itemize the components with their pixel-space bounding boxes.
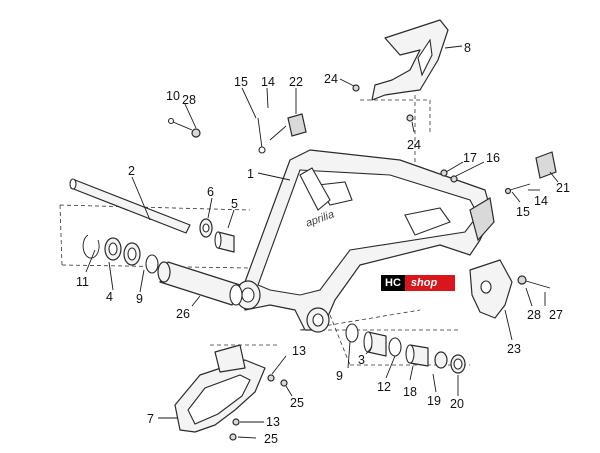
- callout-28-right: 28: [527, 308, 541, 322]
- callout-14-top: 14: [261, 75, 275, 89]
- callout-23: 23: [507, 342, 521, 356]
- alignment-guides: [59, 95, 470, 371]
- callout-7: 7: [147, 412, 154, 426]
- callout-leaders: [85, 45, 559, 439]
- callout-19: 19: [427, 394, 441, 408]
- callout-3: 3: [358, 353, 365, 367]
- callout-22: 22: [289, 75, 303, 89]
- swingarm: aprilia: [235, 149, 495, 333]
- chain-guide-plate: [469, 259, 513, 319]
- callout-20: 20: [450, 397, 464, 411]
- chain-guard: [371, 19, 449, 101]
- callout-8: 8: [464, 41, 471, 55]
- callout-13-top: 13: [292, 344, 306, 358]
- callout-18: 18: [403, 385, 417, 399]
- callout-14-right: 14: [534, 194, 548, 208]
- rubber-blocks: [287, 113, 557, 179]
- callout-2: 2: [128, 164, 135, 178]
- hcshop-watermark: HC shop: [381, 275, 455, 291]
- spacer-tube: [157, 261, 243, 306]
- callout-10: 10: [166, 89, 180, 103]
- callout-21: 21: [556, 181, 570, 195]
- fasteners: [167, 84, 551, 441]
- chain-slider: [174, 344, 266, 433]
- callout-9-right: 9: [336, 369, 343, 383]
- callout-13-bottom: 13: [266, 415, 280, 429]
- callout-12: 12: [377, 380, 391, 394]
- callout-9-left: 9: [136, 292, 143, 306]
- callout-11: 11: [76, 275, 89, 289]
- callout-27: 27: [549, 308, 563, 322]
- callout-15-right: 15: [516, 205, 530, 219]
- callout-25-bottom: 25: [264, 432, 278, 446]
- callout-28-top: 28: [182, 93, 196, 107]
- callout-labels: 1 2 3 4 5 6 7 8 9 9 10 11 12 13 13 14 14…: [76, 41, 570, 446]
- callout-4: 4: [106, 290, 113, 304]
- watermark-shop: shop: [404, 275, 455, 291]
- callout-5: 5: [231, 197, 238, 211]
- callout-24-top: 24: [324, 72, 338, 86]
- bush-and-washer: [199, 218, 235, 253]
- watermark-hc: HC: [381, 275, 405, 291]
- callout-17: 17: [463, 151, 477, 165]
- callout-1: 1: [247, 167, 254, 181]
- callout-6: 6: [207, 185, 214, 199]
- right-bearing-set: [345, 323, 466, 374]
- callout-16: 16: [486, 151, 500, 165]
- callout-25-top: 25: [290, 396, 304, 410]
- callout-24-mid: 24: [407, 138, 421, 152]
- callout-26: 26: [176, 307, 190, 321]
- pivot-axle: [69, 178, 191, 234]
- callout-15-top: 15: [234, 75, 248, 89]
- left-bearing-set: [82, 234, 159, 274]
